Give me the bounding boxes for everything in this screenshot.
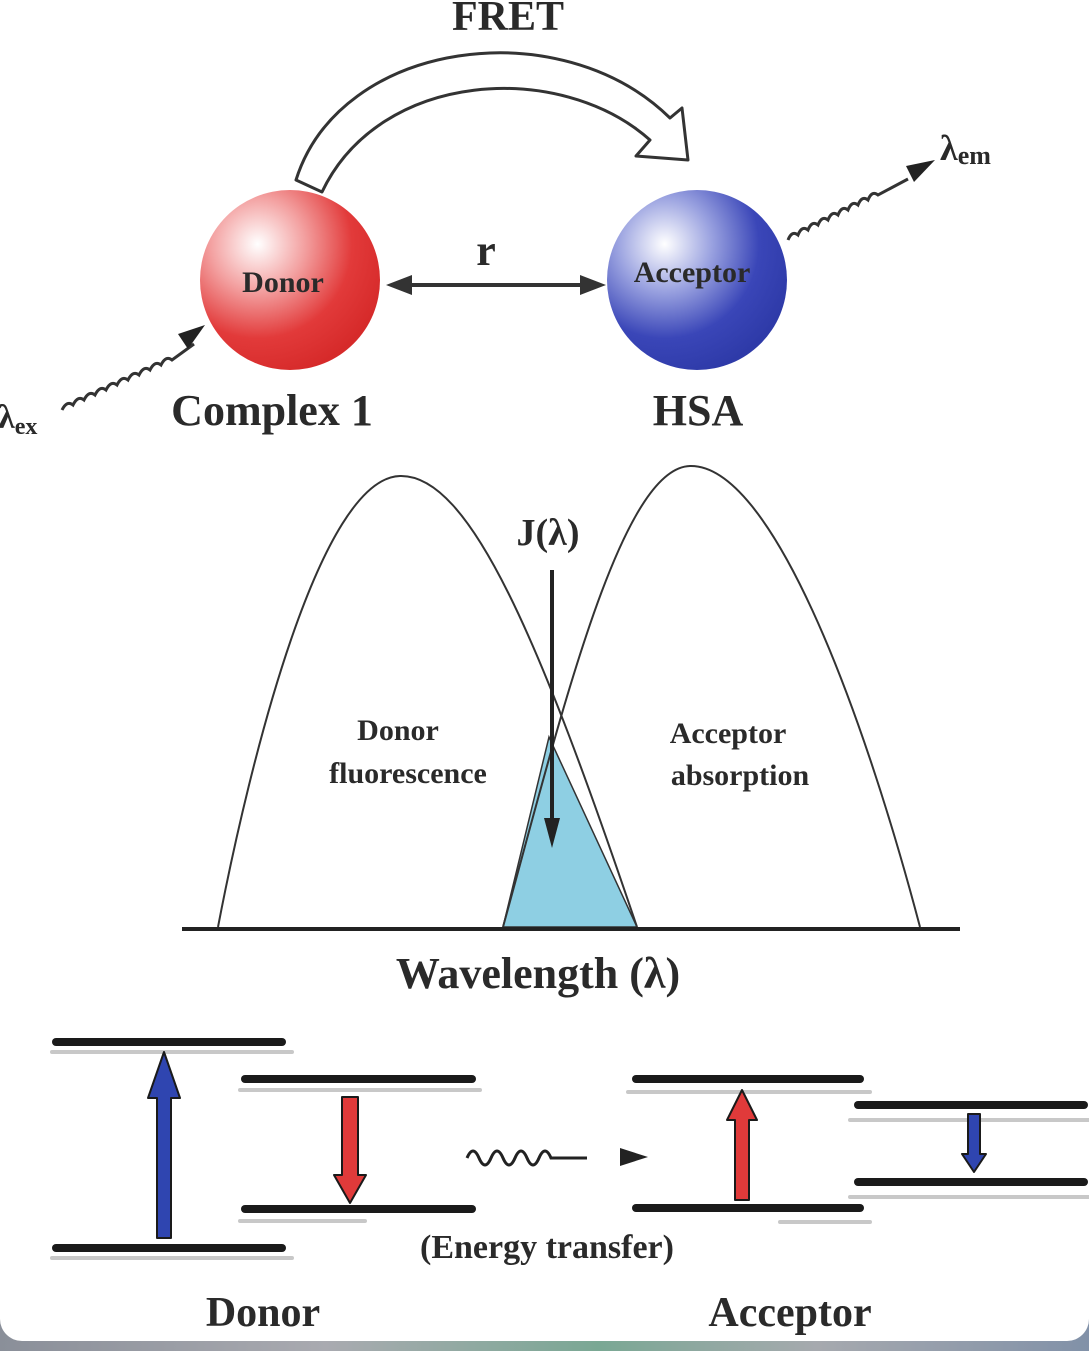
overlap-pointer-arrowhead-icon: [544, 818, 560, 848]
emission-label: λem: [940, 128, 991, 170]
emission-arrowhead-icon: [906, 160, 935, 182]
acceptor-sphere-label: Acceptor: [634, 256, 751, 289]
wavelength-axis-label: Wavelength (λ): [396, 949, 680, 998]
acceptor-relaxation-arrow: [961, 1113, 987, 1173]
overlap-label: J(λ): [517, 512, 580, 554]
donor-curve-label-line2: fluorescence: [329, 757, 487, 790]
acceptor-level-label: Acceptor: [708, 1290, 871, 1336]
energy-transfer-label: (Energy transfer): [420, 1229, 674, 1266]
acceptor-energy-levels: [626, 1075, 1089, 1224]
acceptor-sphere: [607, 190, 787, 370]
energy-transfer-arrowhead-icon: [620, 1148, 648, 1166]
donor-sphere: [200, 190, 380, 370]
donor-name: Complex 1: [171, 386, 373, 435]
donor-excitation-arrow: [147, 1051, 181, 1239]
energy-transfer-wavy-arrow: [465, 1149, 587, 1167]
acceptor-absorption-curve: [502, 464, 921, 928]
acceptor-excitation-arrow: [726, 1089, 758, 1201]
donor-energy-levels: [50, 1038, 482, 1260]
excitation-wavy-arrow: [60, 342, 195, 411]
fret-title: FRET: [452, 0, 564, 40]
acceptor-name: HSA: [653, 386, 744, 435]
acceptor-curve-label-line1: Acceptor: [670, 717, 787, 750]
acceptor-curve-label-line2: absorption: [671, 759, 810, 792]
overlap-integral-area: [502, 734, 639, 928]
donor-level-label: Donor: [206, 1290, 320, 1336]
donor-curve-label-line1: Donor: [357, 714, 439, 747]
fret-curved-arrow: [294, 51, 690, 194]
excitation-arrowhead-icon: [178, 325, 205, 349]
excitation-label: λex: [0, 399, 37, 440]
distance-double-arrow: [386, 275, 606, 295]
emission-wavy-arrow: [786, 177, 909, 241]
donor-sphere-label: Donor: [242, 266, 324, 299]
distance-label: r: [476, 226, 496, 275]
donor-relaxation-arrow: [333, 1096, 367, 1204]
